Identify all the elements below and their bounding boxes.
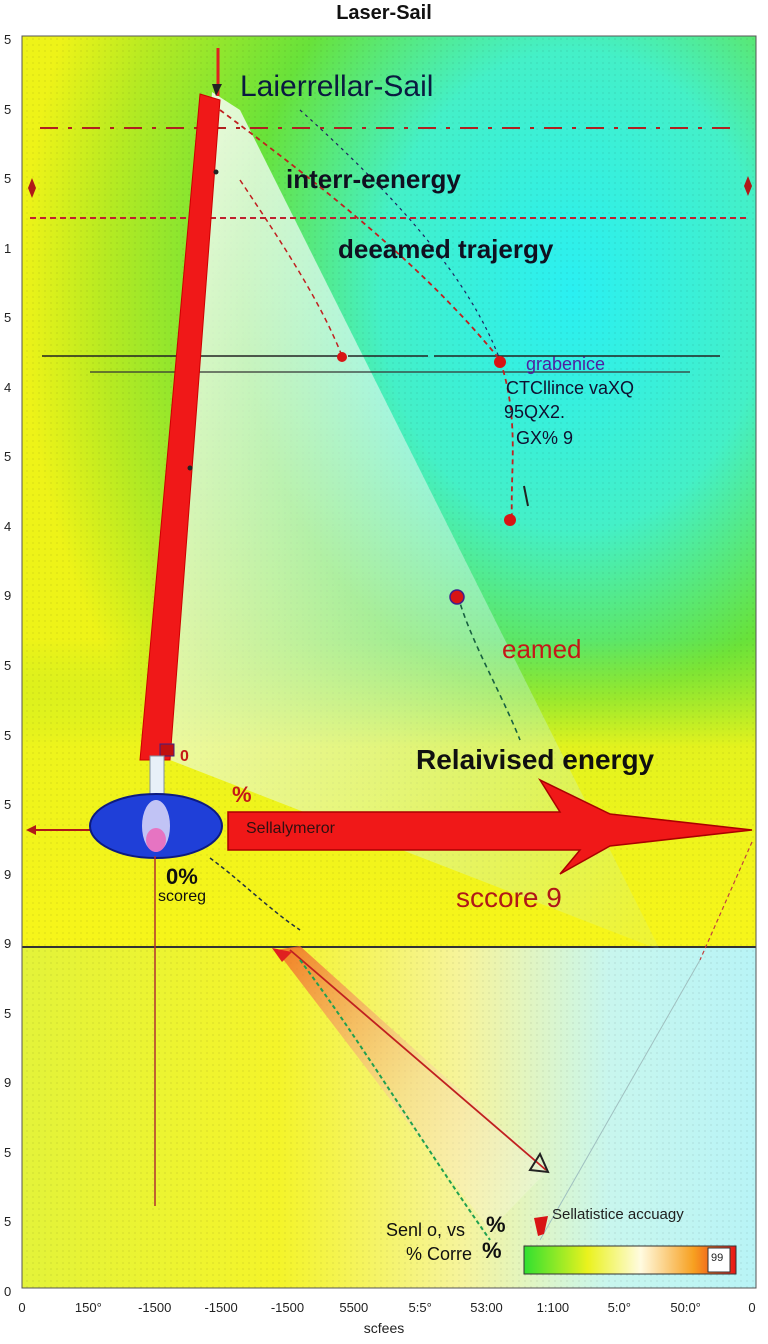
y-tick-label: 9 — [4, 588, 12, 604]
trajectory-label: deeamed trajergy — [338, 234, 554, 264]
trajectory-dot — [504, 514, 516, 526]
y-tick-label: 4 — [4, 379, 12, 395]
legend-title: Sellatistice accuagy — [552, 1206, 684, 1223]
x-tick-label: 150° — [74, 1300, 102, 1315]
x-tick-label: -1500 — [204, 1300, 238, 1315]
y-tick-label: 5 — [4, 1144, 12, 1160]
legend-marker — [534, 1216, 548, 1236]
x-tick-label: 1:100 — [536, 1300, 570, 1315]
x-tick-label: 5:5° — [408, 1300, 432, 1315]
y-tick-label: 5 — [4, 797, 12, 813]
y-tick-label: 5 — [4, 32, 12, 47]
x-tick-label: 50:0° — [670, 1300, 701, 1315]
score-percent: 0% — [166, 864, 198, 889]
y-tick-label: 5 — [4, 449, 12, 465]
y-tick-label: 9 — [4, 866, 12, 882]
laser-beam — [139, 93, 221, 761]
light-cone — [170, 92, 660, 950]
page-title: Laser-Sail — [336, 2, 432, 24]
eamed-label: eamed — [502, 634, 582, 664]
x-tick-label: -1500 — [270, 1300, 305, 1315]
bottom-label-1: Senl o, vs — [386, 1220, 466, 1240]
y-tick-label: 5 — [4, 310, 12, 326]
y-tick-label: 9 — [4, 936, 12, 952]
annotation-line-3: 95QX2. — [504, 402, 566, 422]
inter-energy-label: interr-eenergy — [286, 164, 461, 194]
legend-gradient — [523, 1245, 737, 1275]
bottom-label-2: % Corre — [406, 1244, 473, 1264]
plot-frame — [21, 35, 757, 1289]
relativised-energy-label: Relaivised energy — [416, 744, 655, 775]
x-tick-label: 5500 — [339, 1300, 369, 1315]
momentum-arrow — [227, 778, 753, 875]
x-axis-label: scfees — [363, 1320, 405, 1336]
y-tick-label: 5 — [4, 101, 12, 117]
score-big-label: sccore 9 — [456, 882, 562, 913]
bottom-percent-1: % — [486, 1212, 506, 1237]
percent-mark: % — [232, 782, 252, 807]
y-tick-label: 4 — [4, 518, 12, 534]
trajectory-dot — [337, 352, 347, 362]
y-tick-label: 5 — [4, 658, 12, 673]
x-tick-label: 5:0° — [607, 1300, 631, 1315]
legend-value: 99 — [711, 1252, 724, 1264]
y-tick-label: 1 — [4, 240, 12, 256]
x-tick-label: 0 — [18, 1300, 26, 1315]
y-tick-label: 5 — [4, 171, 12, 187]
trajectory-dot — [494, 356, 506, 368]
y-tick-label: 5 — [4, 1214, 12, 1230]
y-tick-label: 9 — [4, 1075, 12, 1091]
annotation-line-1: grabenice — [526, 354, 606, 374]
arrow-label: Sellalymeror — [246, 820, 335, 837]
y-tick-label: 5 — [4, 1005, 12, 1021]
x-tick-label: 0 — [748, 1300, 756, 1315]
bottom-percent-2: % — [482, 1238, 502, 1263]
trajectory-curve-1 — [219, 109, 514, 521]
x-tick-label: -1500 — [138, 1300, 172, 1315]
trajectory-curve-3 — [457, 595, 521, 741]
y-tick-label: 5 — [4, 727, 12, 743]
emitter — [159, 743, 175, 757]
zero-mark: 0 — [180, 748, 189, 765]
headline-label: Laierrellar-Sail — [240, 70, 434, 103]
score-small-label: scoreg — [158, 888, 207, 905]
annotation-line-4: GX% 9 — [516, 428, 574, 448]
x-tick-label: 53:00 — [470, 1300, 503, 1315]
trajectory-curve-4 — [299, 109, 501, 361]
trajectory-curve-2 — [239, 179, 343, 357]
y-tick-label: 0 — [4, 1284, 12, 1299]
trajectory-dot — [449, 589, 465, 605]
lower-cone — [276, 946, 548, 1230]
annotation-line-2: CTCllince vaXQ — [506, 378, 635, 398]
